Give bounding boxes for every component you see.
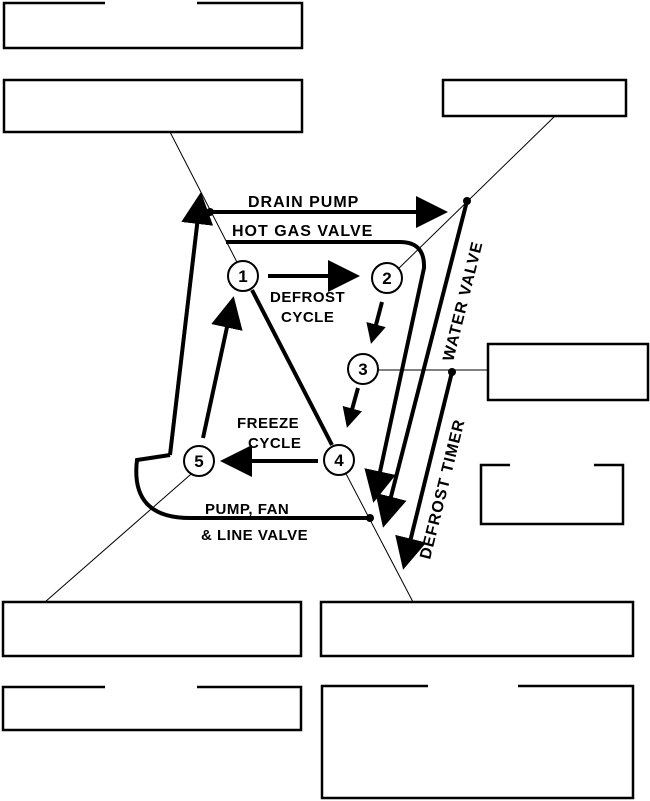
node-5-label: 5 — [194, 452, 203, 471]
label-hot-gas-valve: HOT GAS VALVE — [232, 223, 373, 240]
leader-line-freeze — [44, 467, 199, 603]
label-water-valve: WATER VALVE — [440, 240, 486, 363]
line-node-1-to-4 — [250, 289, 334, 446]
node-4: 4 — [323, 444, 355, 476]
junction-dot-top-left — [206, 208, 214, 216]
arrow-node-2-to-3 — [366, 301, 386, 344]
label-freeze-cycle-line2: CYCLE — [248, 435, 301, 452]
box-bottom-left-callout — [1, 600, 303, 658]
loop-hot-gas-path — [226, 240, 427, 503]
node-3-label: 3 — [358, 360, 367, 379]
box-right-small-header — [479, 463, 625, 526]
arrow-left-up — [168, 192, 214, 456]
label-defrost-timer: DEFROST TIMER — [417, 417, 468, 561]
junction-dot-right-middle — [448, 368, 456, 376]
box-top-right-callout — [441, 78, 628, 118]
leader-line-pump-fan — [342, 467, 414, 603]
label-pump-fan-line2: & LINE VALVE — [201, 527, 308, 544]
box-bottom-right-callout — [319, 600, 635, 658]
node-1: 1 — [227, 260, 259, 292]
arrow-water-valve-1 — [375, 200, 469, 528]
box-bottom-left-header — [1, 685, 303, 732]
arrow-node-5-to-1 — [201, 296, 243, 439]
label-freeze-cycle-line1: FREEZE — [237, 415, 299, 432]
leader-line-water-valve — [394, 115, 556, 273]
box-right-middle-callout — [486, 342, 650, 402]
box-top-left-header — [2, 1, 304, 50]
arrow-water-valve-2 — [395, 371, 454, 570]
label-defrost-cycle-line2: CYCLE — [281, 309, 334, 326]
box-top-left-callout — [2, 78, 304, 134]
box-bottom-right-header — [320, 684, 635, 800]
label-defrost-cycle-line1: DEFROST — [270, 289, 345, 306]
junction-dot-bottom-right — [366, 514, 374, 522]
loop-pump-fan-path — [134, 453, 370, 520]
node-1-label: 1 — [238, 267, 247, 286]
node-4-label: 4 — [334, 451, 344, 470]
node-3: 3 — [347, 353, 379, 385]
label-drain-pump: DRAIN PUMP — [248, 194, 359, 211]
node-2-label: 2 — [382, 269, 391, 288]
leader-line-hot-gas-valve — [169, 131, 241, 269]
label-pump-fan-line1: PUMP, FAN — [205, 501, 289, 518]
node-2: 2 — [371, 262, 403, 294]
arrow-node-3-to-4 — [342, 387, 362, 428]
node-5: 5 — [183, 445, 215, 477]
